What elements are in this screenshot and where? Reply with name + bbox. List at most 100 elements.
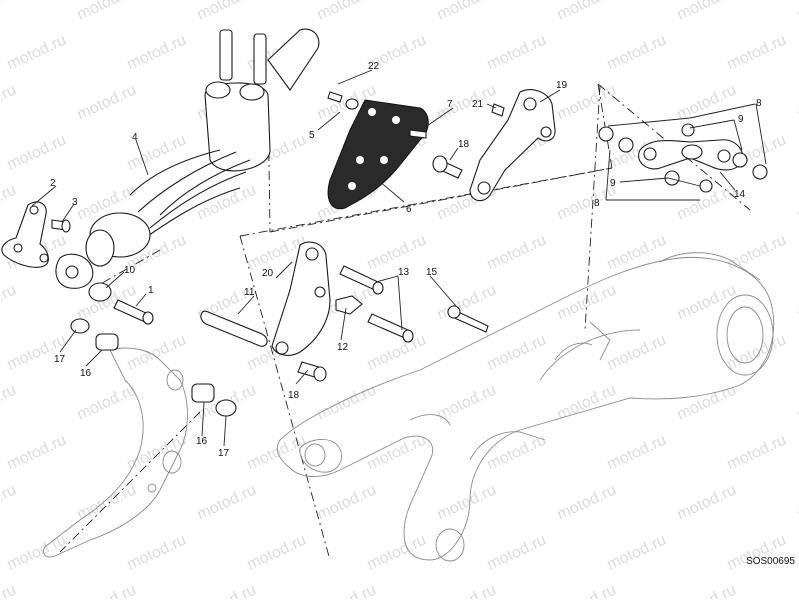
watermark-text: motod.ru xyxy=(485,532,549,574)
callout-21: 21 xyxy=(472,99,484,110)
watermark-text: motod.ru xyxy=(725,432,789,474)
left-hardware xyxy=(70,282,237,417)
watermark-text: motod.ru xyxy=(725,232,789,274)
watermark-text: motod.ru xyxy=(795,182,799,224)
watermark-text: motod.ru xyxy=(0,382,19,424)
watermark-text: motod.ru xyxy=(125,32,189,74)
callout-12: 12 xyxy=(337,342,349,353)
bolt-3 xyxy=(51,219,71,233)
swingarm xyxy=(276,252,775,562)
watermark-text: motod.ru xyxy=(675,482,739,524)
callout-3: 3 xyxy=(72,197,78,208)
small-hardware xyxy=(327,91,505,139)
callout-8-top: 8 xyxy=(756,98,762,109)
watermark-text: motod.ru xyxy=(75,582,139,599)
watermark-text: motod.ru xyxy=(0,0,19,24)
watermark-text: motod.ru xyxy=(485,332,549,374)
watermark-text: motod.ru xyxy=(555,582,619,599)
watermark-text: motod.ru xyxy=(675,0,739,24)
watermark-text: motod.ru xyxy=(795,282,799,324)
part-11-sleeve xyxy=(200,310,268,347)
callout-17-left: 17 xyxy=(54,354,66,365)
watermark-text: motod.ru xyxy=(0,582,19,599)
watermark-text: motod.ru xyxy=(365,232,429,274)
watermark-text: motod.ru xyxy=(0,482,19,524)
watermark-text: motod.ru xyxy=(795,82,799,124)
watermark-text: motod.ru xyxy=(195,0,259,24)
watermark-text: motod.ru xyxy=(75,382,139,424)
bolt-18-lower xyxy=(297,361,327,382)
watermark-text: motod.ru xyxy=(315,582,379,599)
watermark-text: motod.ru xyxy=(795,382,799,424)
watermark-text: motod.ru xyxy=(795,582,799,599)
watermark-text: motod.ru xyxy=(315,0,379,24)
callouts: 22 5 7 21 18 19 8 9 9 8 14 6 13 15 12 11… xyxy=(50,61,762,459)
callout-16-right: 16 xyxy=(196,436,208,447)
watermark-text: motod.ru xyxy=(435,82,499,124)
watermark-text: motod.ru xyxy=(365,332,429,374)
reference-code: SOS00695 xyxy=(746,556,795,567)
watermark-text: motod.ru xyxy=(245,532,309,574)
watermark-text: motod.ru xyxy=(675,582,739,599)
callout-22: 22 xyxy=(368,61,380,72)
callout-2: 2 xyxy=(50,178,56,189)
watermark-text: motod.ru xyxy=(0,82,19,124)
watermark-text: motod.ru xyxy=(125,432,189,474)
callout-14: 14 xyxy=(734,189,746,200)
part-2-bracket xyxy=(1,201,49,268)
callout-8-bottom: 8 xyxy=(594,198,600,209)
watermark-text: motod.ru xyxy=(125,332,189,374)
watermark-text: motod.ru xyxy=(435,482,499,524)
watermark-text: motod.ru xyxy=(555,0,619,24)
callout-6: 6 xyxy=(406,204,412,215)
watermark-text: motod.ru xyxy=(725,532,789,574)
lower-frame-link xyxy=(43,347,188,558)
watermark-text: motod.ru xyxy=(5,332,69,374)
leader-lines xyxy=(31,69,767,447)
watermark-text: motod.ru xyxy=(675,382,739,424)
bolts-13 xyxy=(339,265,414,343)
bolt-18-top xyxy=(432,155,463,179)
callout-9-bottom: 9 xyxy=(610,178,616,189)
part-14-link xyxy=(598,123,768,193)
watermark-text: motod.ru xyxy=(605,32,669,74)
part-20-link xyxy=(271,241,331,356)
watermark-text: motod.ru xyxy=(0,182,19,224)
watermark-text: motod.ru xyxy=(5,532,69,574)
watermark-text: motod.ru xyxy=(605,532,669,574)
watermark-text: motod.ru xyxy=(605,332,669,374)
watermark-text: motod.ru xyxy=(5,432,69,474)
watermark-text: motod.ru xyxy=(125,532,189,574)
watermark-text: motod.ru xyxy=(75,0,139,24)
watermark-text: motod.ru xyxy=(435,0,499,24)
watermark-text: motod.ru xyxy=(365,532,429,574)
watermark-text: motod.ru xyxy=(725,32,789,74)
watermark-text: motod.ru xyxy=(315,382,379,424)
watermark-text: motod.ru xyxy=(195,582,259,599)
callout-11: 11 xyxy=(244,287,255,298)
part-19-link xyxy=(469,89,556,202)
part-6-plate xyxy=(327,99,429,210)
callout-5: 5 xyxy=(309,130,315,141)
part-12-nut xyxy=(335,295,363,315)
bolt-15 xyxy=(447,305,489,333)
watermark-text: motod.ru xyxy=(555,482,619,524)
watermark-text: motod.ru xyxy=(315,482,379,524)
watermark-text: motod.ru xyxy=(605,432,669,474)
callout-7: 7 xyxy=(447,99,453,110)
watermark-text: motod.ru xyxy=(245,432,309,474)
callout-9-top: 9 xyxy=(738,114,744,125)
callout-13: 13 xyxy=(398,267,410,278)
watermark-text: motod.ru xyxy=(795,0,799,24)
callout-18-top: 18 xyxy=(458,139,470,150)
callout-15: 15 xyxy=(426,267,438,278)
callout-18-bottom: 18 xyxy=(288,390,300,401)
watermark-text: motod.ru xyxy=(435,382,499,424)
watermark-text: motod.ru xyxy=(675,282,739,324)
watermark-text: motod.ru xyxy=(485,232,549,274)
callout-16-left: 16 xyxy=(80,368,92,379)
watermark-text: motod.ru xyxy=(0,282,19,324)
shock-absorber xyxy=(55,28,320,289)
